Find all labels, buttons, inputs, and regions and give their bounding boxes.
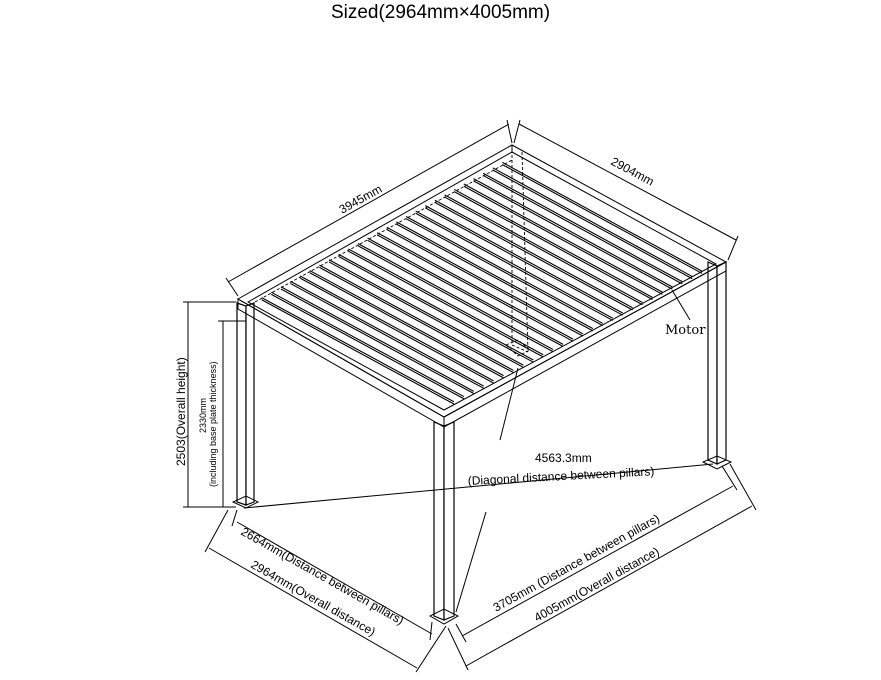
louvre-slat — [299, 275, 494, 382]
louvre-slat — [299, 277, 494, 384]
top-width-label: 2904mm — [609, 154, 657, 188]
dim-overall-height — [183, 301, 236, 508]
louvre-slat — [482, 172, 683, 283]
louvre-slat — [386, 226, 584, 335]
motor-leader — [671, 289, 691, 321]
louvre-slat — [290, 280, 484, 387]
louvre-slat — [502, 164, 703, 274]
louvre-slat — [453, 191, 653, 301]
dim-short-side — [204, 509, 447, 673]
louvre-slat — [463, 183, 663, 293]
louvre-slat — [270, 291, 465, 398]
pillar-back-left — [231, 302, 260, 509]
roof-louvres — [261, 161, 703, 405]
louvre-slat — [367, 237, 564, 345]
louvre-slat — [338, 253, 534, 361]
louvre-slat — [444, 194, 643, 304]
louvre-slat — [434, 201, 633, 311]
diagram-title: Sized(2964mm×4005mm) — [330, 2, 551, 23]
louvre-slat — [348, 248, 544, 356]
louvre-slat — [328, 259, 524, 366]
louvre-slat — [280, 288, 475, 395]
louvre-slat — [473, 180, 673, 290]
louvre-slat — [309, 272, 504, 379]
louvre-slat — [453, 188, 653, 298]
louvre-slat — [415, 210, 614, 319]
hidden-lines — [254, 150, 531, 357]
louvre-slat — [376, 232, 574, 340]
louvre-slat — [444, 196, 643, 306]
roof-frame — [236, 144, 728, 428]
overall-height-label: 2503(Overall height) — [174, 357, 188, 466]
louvre-slat — [473, 178, 673, 288]
louvre-slat — [280, 286, 475, 392]
louvre-slat — [434, 199, 633, 309]
diagonal-value-label: 4563.3mm — [535, 451, 592, 465]
dim-top-length — [225, 119, 513, 297]
louvre-slat — [492, 167, 693, 277]
inner-height-label: 2330mm — [198, 398, 208, 433]
diagonal-note-label: (Diagonal distance between pillars) — [467, 464, 654, 488]
inner-height-note: (including base plate thickness) — [208, 361, 218, 487]
louvre-slat — [309, 270, 504, 377]
louvre-slat — [328, 261, 524, 368]
louvre-slat — [502, 161, 703, 272]
louvre-slat — [425, 205, 623, 314]
louvre-slat — [261, 299, 455, 405]
louvre-slat — [386, 229, 584, 337]
louvre-slat — [357, 243, 554, 351]
louvre-slat — [348, 250, 544, 358]
pillar-front — [428, 421, 460, 625]
louvre-slat — [482, 174, 683, 285]
louvre-slat — [367, 239, 564, 348]
louvre-slat — [319, 266, 514, 374]
top-length-label: 3945mm — [337, 182, 385, 217]
dim-top-width — [513, 119, 739, 261]
louvre-slat — [492, 169, 693, 280]
louvre-slat — [425, 207, 623, 316]
louvre-slat — [415, 212, 614, 321]
louvre-slat — [357, 245, 554, 353]
louvre-slat — [261, 297, 455, 403]
louvre-slat — [290, 283, 484, 389]
dim-diagonal — [243, 367, 714, 613]
louvre-slat — [405, 218, 604, 327]
pillar-right — [701, 261, 733, 470]
louvre-slat — [396, 221, 594, 330]
louvre-slat — [405, 215, 604, 324]
louvre-slat — [319, 264, 514, 371]
louvre-slat — [270, 293, 465, 400]
louvre-slat — [376, 234, 574, 342]
louvre-slat — [396, 223, 594, 332]
dim-long-side — [447, 463, 757, 671]
dim-inner-height — [218, 320, 246, 507]
louvre-slat — [463, 185, 663, 295]
motor-label: Motor — [665, 323, 706, 338]
louvre-slat — [338, 256, 534, 363]
